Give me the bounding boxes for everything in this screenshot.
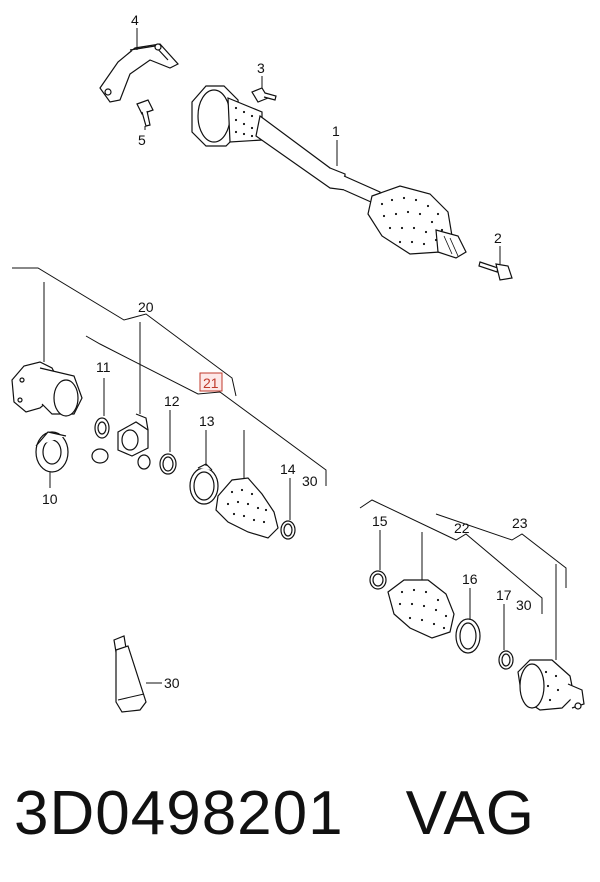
callout-15: 15 [372, 513, 388, 529]
callout-10: 10 [42, 491, 58, 507]
callout-11: 11 [96, 359, 111, 375]
part-2-bolt [478, 261, 513, 281]
callout-14: 14 [280, 461, 296, 477]
part-number: 3D0498201 [14, 778, 344, 848]
callout-4: 4 [131, 12, 139, 28]
part-5-bolt [136, 99, 154, 127]
part-11-circlip [94, 417, 110, 439]
callout-30b: 30 [516, 597, 532, 613]
callout-30c: 30 [164, 675, 180, 691]
part-10-housing [11, 361, 83, 417]
grease-tube-icon [113, 635, 147, 713]
callout-1: 1 [332, 123, 340, 139]
part-caption: 3D0498201 VAG [14, 768, 594, 858]
part-tripod-joint [91, 413, 151, 470]
part-outer-boot [387, 579, 455, 639]
callout-13: 13 [199, 413, 215, 429]
callout-2: 2 [494, 230, 502, 246]
part-14-clamp [280, 520, 296, 540]
part-inner-boot [215, 477, 279, 539]
callout-21: 21 [203, 375, 219, 391]
part-16-clamp [455, 618, 481, 654]
callout-21-highlight [199, 372, 223, 392]
part-15-clamp [369, 570, 387, 590]
part-13-clamp [189, 463, 219, 505]
callout-20: 20 [138, 299, 154, 315]
part-3-bolt [251, 87, 277, 103]
callout-30a: 30 [302, 473, 318, 489]
callout-12: 12 [164, 393, 180, 409]
callout-17: 17 [496, 587, 512, 603]
brand-name: VAG [405, 778, 535, 848]
part-10-seal [35, 431, 69, 473]
callout-23: 23 [512, 515, 528, 531]
part-1-drive-shaft [191, 85, 467, 259]
part-outer-cv-joint [517, 659, 585, 711]
callout-3: 3 [257, 60, 265, 76]
callout-16: 16 [462, 571, 478, 587]
part-4-cover [99, 43, 179, 103]
part-12-circlip [159, 453, 177, 475]
callout-22: 22 [454, 520, 470, 536]
part-17-circlip [498, 650, 514, 670]
callout-5: 5 [138, 132, 146, 148]
